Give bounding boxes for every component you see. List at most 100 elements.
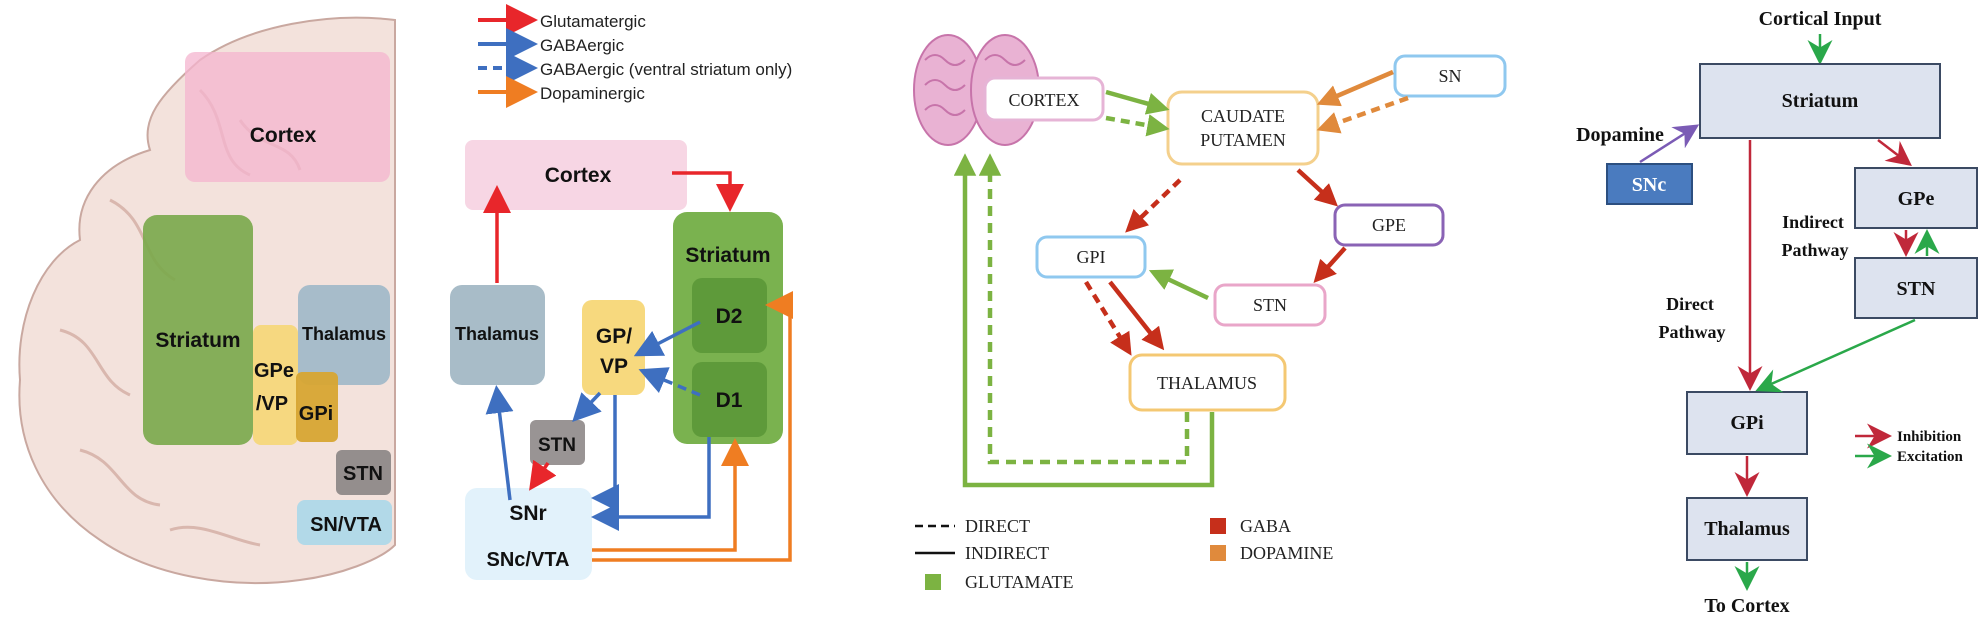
label-striatum: Striatum xyxy=(155,329,240,352)
node-gpi-p4-label: GPi xyxy=(1730,412,1764,434)
legend-panel2: Glutamatergic GABAergic GABAergic (ventr… xyxy=(478,4,792,108)
edge3-caudate-gpe xyxy=(1296,168,1338,207)
node-gp-vp xyxy=(582,300,645,395)
legend3-dopamine-swatch xyxy=(1210,545,1226,561)
edge3-cortex-caudate-direct xyxy=(1105,114,1170,137)
edge-snc-to-d1 xyxy=(592,438,749,552)
edge3-gpe-stn xyxy=(1313,246,1347,284)
label-to-cortex: To Cortex xyxy=(1704,595,1789,617)
panel-brain-section: Cortex Striatum Thalamus GPe /VP GPi STN… xyxy=(18,16,396,585)
legend-glutamatergic-label: Glutamatergic xyxy=(540,12,646,31)
label-sn-vta: SN/VTA xyxy=(310,514,382,536)
legend3-gaba-swatch xyxy=(1210,518,1226,534)
node-thalamus-p4-label: Thalamus xyxy=(1704,518,1790,540)
edge4-snc-striatum xyxy=(1639,124,1700,164)
node-d2-label: D2 xyxy=(716,305,743,328)
node-gpi-p4 xyxy=(1686,391,1808,455)
edge3-stn-gpi xyxy=(1148,269,1209,301)
legend3-indirect-label: INDIRECT xyxy=(965,543,1049,563)
label-indirect-1: Indirect xyxy=(1782,212,1844,232)
region-gpi xyxy=(296,372,338,442)
label-direct-2: Pathway xyxy=(1659,322,1726,342)
region-cortex xyxy=(185,52,390,182)
node-snr-label: SNr xyxy=(509,502,546,525)
node-sn-p3-label: SN xyxy=(1438,66,1461,86)
node-striatum-p4 xyxy=(1699,63,1941,139)
node-gpe-p3-label: GPE xyxy=(1372,215,1406,235)
node-thalamus-label: Thalamus xyxy=(455,324,539,344)
node-snc-vta-label: SNc/VTA xyxy=(487,549,570,571)
region-gpe-vp xyxy=(253,325,298,445)
edge4-striatum-gpe xyxy=(1877,139,1912,167)
legend-gabaergic-ventral-label: GABAergic (ventral striatum only) xyxy=(540,60,792,79)
legend3-dopamine-label: DOPAMINE xyxy=(1240,543,1333,563)
node-caudate-putamen xyxy=(1166,90,1320,166)
node-gpe-p4-label: GPe xyxy=(1898,188,1935,210)
node-putamen-label: PUTAMEN xyxy=(1200,130,1286,150)
region-striatum xyxy=(143,215,253,445)
node-gpi-p3 xyxy=(1035,235,1147,279)
legend-dopaminergic-label: Dopaminergic xyxy=(540,84,645,103)
node-stn-p3 xyxy=(1213,283,1327,327)
edge3-thalamus-cortex-direct xyxy=(978,153,1190,465)
label-stn: STN xyxy=(343,463,383,485)
node-stn-label: STN xyxy=(538,435,576,456)
edge4-stn-gpi xyxy=(1755,318,1916,393)
legend3-glutamate-swatch xyxy=(925,574,941,590)
label-dopamine: Dopamine xyxy=(1576,124,1664,146)
edge3-gpi-thalamus-indirect xyxy=(1108,280,1165,351)
edge3-cortex-caudate-indirect xyxy=(1105,89,1170,115)
panel-loop: CORTEX CAUDATE PUTAMEN SN GPI GPE STN TH… xyxy=(913,34,1507,592)
node-gpi-p3-label: GPI xyxy=(1076,247,1105,267)
label-gpe: GPe xyxy=(254,360,294,382)
node-cortex-p3 xyxy=(983,76,1105,122)
node-thalamus-p3-label: THALAMUS xyxy=(1157,373,1257,393)
legend-gabaergic-label: GABAergic xyxy=(540,36,625,55)
node-gpe-p3 xyxy=(1333,203,1445,247)
edge-gp-to-snr xyxy=(591,395,619,512)
node-snc-p4-label: SNc xyxy=(1632,174,1667,196)
region-thalamus xyxy=(298,285,390,385)
label-thalamus: Thalamus xyxy=(302,324,386,344)
edge-snr-to-thalamus xyxy=(485,385,514,501)
node-stn-p4-label: STN xyxy=(1897,278,1936,300)
node-d1 xyxy=(692,362,767,437)
node-vp-label: VP xyxy=(600,355,628,378)
label-gpi: GPi xyxy=(299,403,333,425)
region-sn-vta xyxy=(297,500,392,545)
label-vp: /VP xyxy=(256,393,288,415)
legend-panel4: Inhibition Excitation xyxy=(1855,423,1963,469)
edge3-sn-caudate-direct xyxy=(1316,95,1409,134)
node-stn-p3-label: STN xyxy=(1253,295,1287,315)
region-stn xyxy=(336,450,391,495)
edge-snc-to-d2 xyxy=(592,291,793,562)
node-gpe-p4 xyxy=(1854,167,1978,229)
edge-stn-to-snr xyxy=(529,459,557,491)
node-cortex-label: Cortex xyxy=(545,164,612,187)
node-cortex-p3-label: CORTEX xyxy=(1009,90,1080,110)
edge3-gpi-thalamus-direct xyxy=(1084,280,1132,356)
edge-cortex-to-striatum xyxy=(672,171,744,212)
node-gp-label: GP/ xyxy=(596,325,632,348)
node-thalamus-p3 xyxy=(1128,353,1287,412)
label-cortical-input: Cortical Input xyxy=(1759,8,1882,30)
legend-panel3: DIRECT INDIRECT GLUTAMATE GABA DOPAMINE xyxy=(915,516,1333,592)
node-stn xyxy=(530,420,585,465)
legend3-glutamate-label: GLUTAMATE xyxy=(965,572,1074,592)
node-thalamus xyxy=(450,285,545,385)
node-caudate-label: CAUDATE xyxy=(1201,106,1285,126)
node-striatum-label: Striatum xyxy=(685,244,770,267)
node-d1-label: D1 xyxy=(716,389,743,412)
label-cortex: Cortex xyxy=(250,124,317,147)
edge3-caudate-gpi-direct xyxy=(1125,178,1182,233)
legend4-inhibition-label: Inhibition xyxy=(1897,429,1962,445)
legend3-gaba-label: GABA xyxy=(1240,516,1291,536)
node-thalamus-p4 xyxy=(1686,497,1808,561)
label-direct-1: Direct xyxy=(1666,294,1714,314)
edge-d1-to-gp-ventral xyxy=(638,367,701,397)
node-snr-sncvta xyxy=(465,488,592,580)
node-striatum-p4-label: Striatum xyxy=(1782,90,1859,112)
edge-gp-to-stn xyxy=(572,391,602,423)
panel-pathways: Cortical Input Striatum Dopamine SNc GPe… xyxy=(1576,8,1978,617)
node-stn-p4 xyxy=(1854,257,1978,319)
